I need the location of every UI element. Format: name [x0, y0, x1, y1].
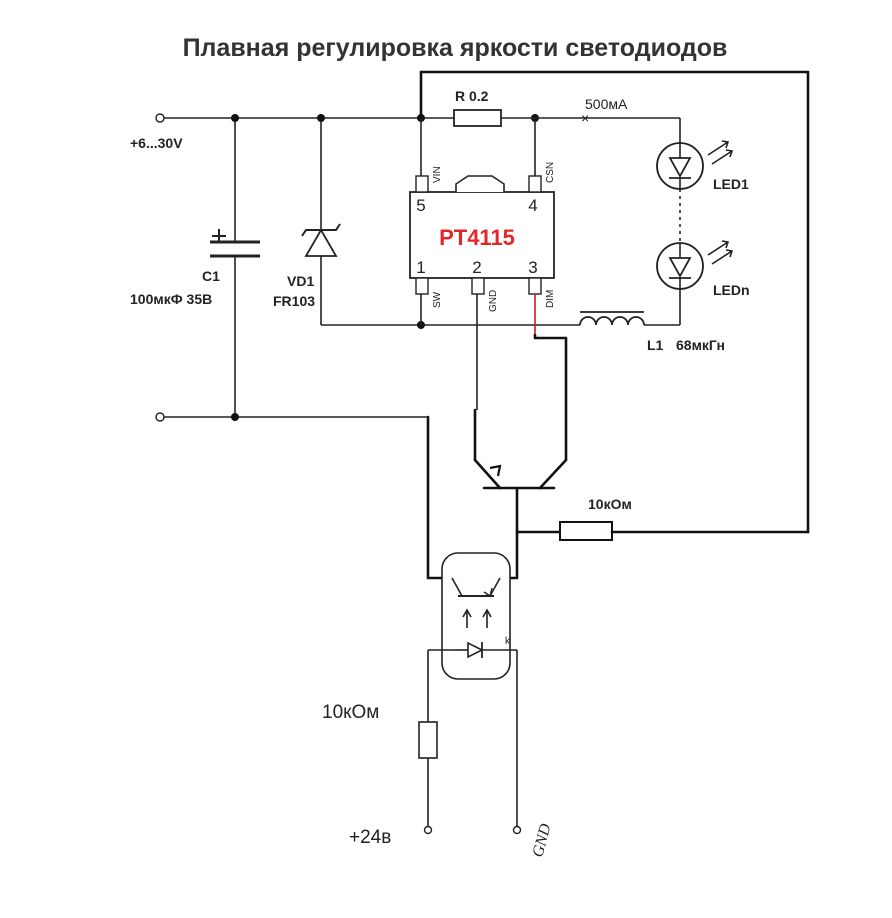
dimming-transistor-circuit: 10кОм: [426, 333, 810, 580]
diagram-title: Плавная регулировка яркости светодиодов: [183, 34, 728, 62]
resistor-rsense: R 0.2 500мА ×: [453, 88, 680, 127]
pin-number-vin: 5: [416, 196, 425, 215]
ic-pt4115: PT4115 5 4 1 2 3 VIN CSN SW GND DIM: [409, 118, 556, 410]
led-string: LED1 LEDn: [644, 118, 750, 326]
current-mark: ×: [581, 110, 589, 126]
input-circuit: 10кОм +24в GND: [322, 650, 555, 859]
c1-value: 100мкФ 35В: [130, 291, 212, 307]
optocoupler-cathode-mark: k: [505, 636, 511, 647]
ledn: LEDn: [656, 240, 750, 298]
current-label: 500мА: [585, 96, 628, 112]
inductor-l1: L1 68мкГн: [579, 311, 725, 353]
pin-number-dim: 3: [528, 258, 537, 277]
supply-minus-terminal[interactable]: [155, 412, 165, 422]
supply-label: +6...30V: [130, 135, 183, 151]
c1-ref: C1: [202, 268, 220, 284]
supply-input: +6...30V: [130, 113, 183, 422]
ic-name: PT4115: [439, 225, 515, 250]
supply-plus-terminal[interactable]: [155, 113, 165, 123]
resistor-bias: 10кОм: [559, 496, 632, 541]
rsense-label: R 0.2: [455, 88, 489, 104]
pin-number-sw: 1: [416, 258, 425, 277]
pin-number-csn: 4: [528, 196, 537, 215]
pin-name-vin: VIN: [432, 166, 443, 183]
pin-name-sw: SW: [432, 291, 443, 308]
resistor-input: [418, 721, 438, 759]
vd1-value: FR103: [273, 293, 315, 309]
diode-vd1: VD1 FR103: [273, 223, 341, 309]
power-rails: [164, 70, 810, 534]
optocoupler-body: [441, 552, 511, 680]
l1-ref: L1: [647, 337, 664, 353]
ledn-ref: LEDn: [713, 282, 750, 298]
transistor: [473, 458, 568, 490]
gnd-label: GND: [529, 822, 554, 859]
l1-value: 68мкГн: [676, 337, 725, 353]
rinput-label: 10кОм: [322, 702, 379, 723]
pin-number-gnd: 2: [472, 258, 481, 277]
pin-name-csn: CSN: [545, 162, 556, 183]
capacitor-c1: C1 100мкФ 35В: [130, 229, 260, 307]
plus24-terminal[interactable]: [423, 825, 433, 835]
pin-name-dim: DIM: [545, 290, 556, 308]
vd1-ref: VD1: [287, 273, 314, 289]
led1: LED1: [656, 140, 749, 192]
plus24-label: +24в: [349, 827, 391, 848]
gnd-terminal[interactable]: [512, 825, 522, 835]
optocoupler: k: [428, 552, 517, 680]
led1-ref: LED1: [713, 176, 749, 192]
rbias-label: 10кОм: [588, 496, 632, 512]
pin-name-gnd: GND: [488, 290, 499, 312]
